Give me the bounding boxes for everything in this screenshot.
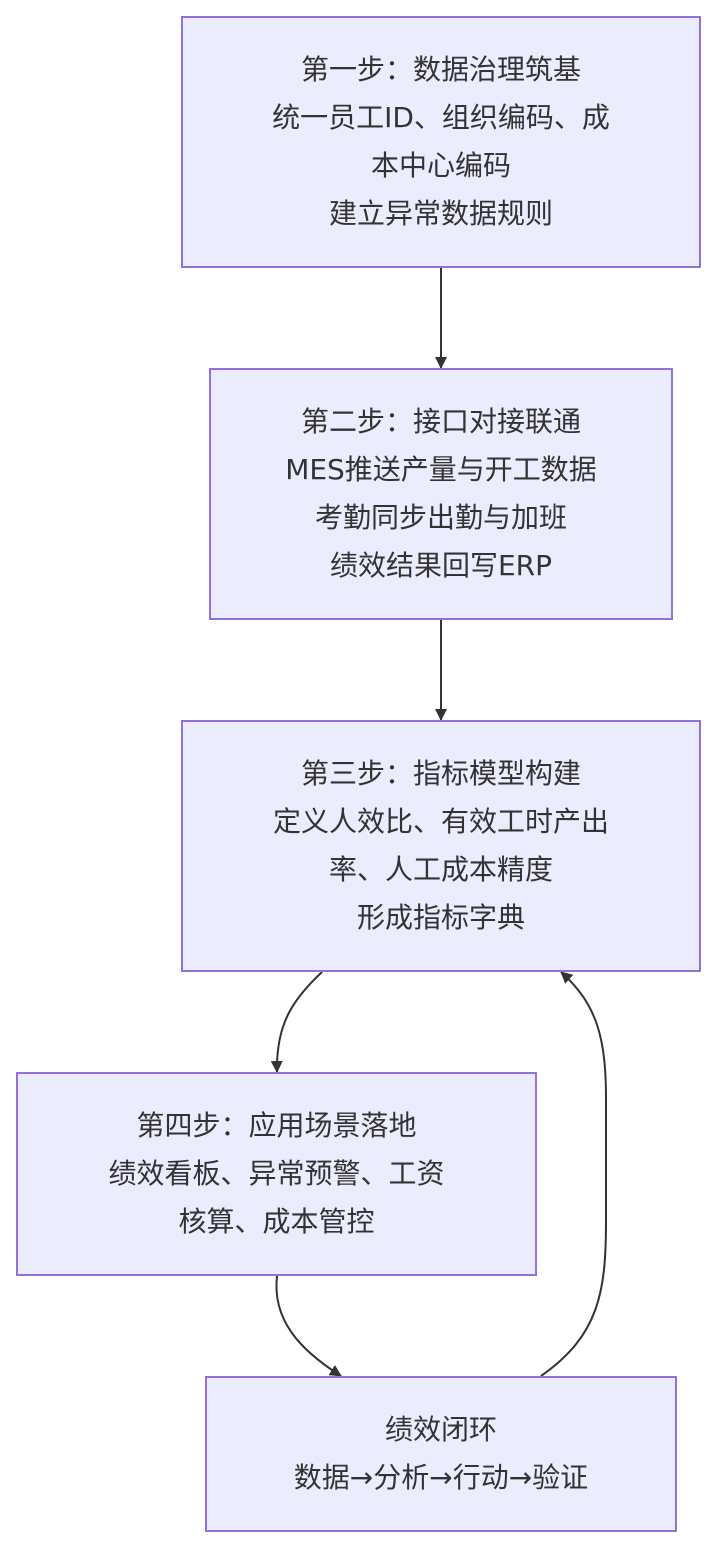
node-line: 形成指标字典 [356, 901, 525, 934]
node-line: 数据→分析→行动→验证 [293, 1461, 589, 1494]
node-line: 考勤同步出勤与加班 [314, 501, 567, 534]
node-title: 第三步：指标模型构建 [300, 757, 581, 790]
edge-loop-to-step3 [540, 971, 607, 1377]
node-line: 绩效结果回写ERP [329, 549, 553, 582]
node-title: 第四步：应用场景落地 [136, 1109, 417, 1142]
node-line: MES推送产量与开工数据 [285, 453, 597, 486]
node-performance-loop: 绩效闭环 数据→分析→行动→验证 [205, 1376, 677, 1532]
node-line: 本中心编码 [370, 149, 511, 182]
node-title: 第二步：接口对接联通 [300, 405, 581, 438]
node-line: 绩效看板、异常预警、工资 [108, 1157, 445, 1190]
edge-step3-to-step4 [270, 971, 323, 1073]
node-step3-metric-model: 第三步：指标模型构建 定义人效比、有效工时产出 率、人工成本精度 形成指标字典 [181, 720, 701, 972]
node-step4-application-scenarios: 第四步：应用场景落地 绩效看板、异常预警、工资 核算、成本管控 [16, 1072, 537, 1276]
node-title: 绩效闭环 [384, 1413, 497, 1446]
node-line: 核算、成本管控 [178, 1205, 375, 1238]
node-line: 定义人效比、有效工时产出 [272, 805, 609, 838]
edge-step4-to-loop [275, 1275, 342, 1377]
node-line: 统一员工ID、组织编码、成 [272, 101, 610, 134]
node-line: 率、人工成本精度 [328, 853, 553, 886]
node-title: 第一步：数据治理筑基 [300, 53, 581, 86]
node-line: 建立异常数据规则 [328, 197, 553, 230]
node-step2-interface-integration: 第二步：接口对接联通 MES推送产量与开工数据 考勤同步出勤与加班 绩效结果回写… [209, 368, 673, 620]
node-step1-data-governance: 第一步：数据治理筑基 统一员工ID、组织编码、成 本中心编码 建立异常数据规则 [181, 16, 701, 268]
